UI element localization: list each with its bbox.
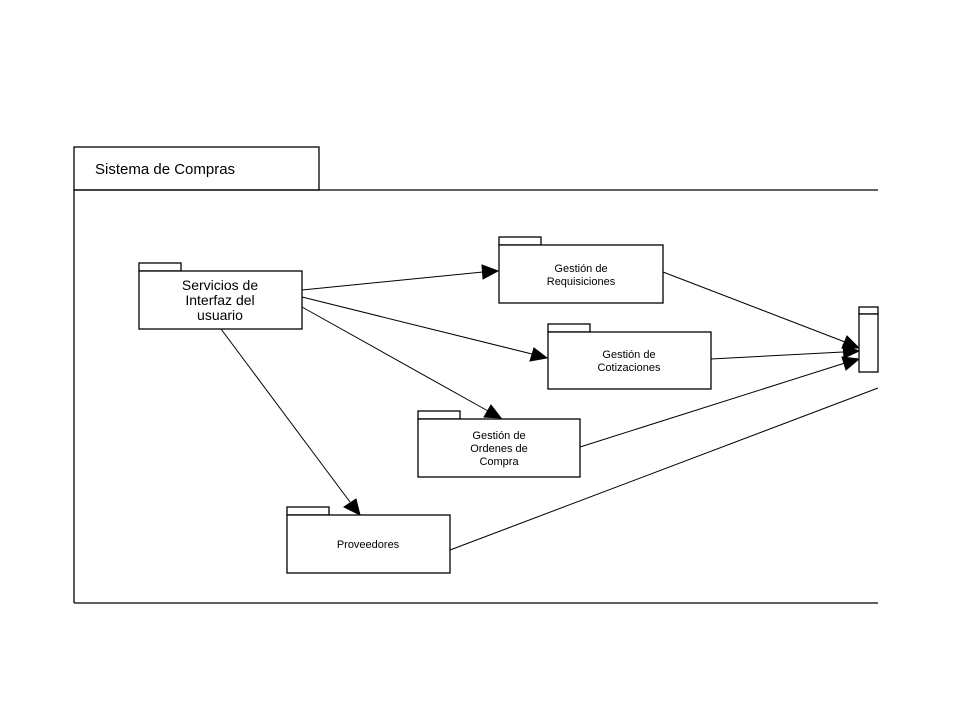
arrow-ordenes-external (579, 362, 846, 448)
package-interfaz-label-3: usuario (197, 307, 243, 323)
system-frame: Sistema de Compras (73, 146, 878, 604)
arrowhead-proveedores (343, 498, 361, 516)
right-clip (879, 140, 960, 610)
package-interfaz-label-1: Servicios de (182, 277, 258, 293)
frame-title-tab (73, 146, 320, 191)
package-ordenes-label-3: Compra (479, 456, 519, 468)
arrowhead-ext-3 (841, 356, 861, 371)
package-ordenes-label-1: Gestión de (472, 430, 525, 442)
arrow-cotizaciones-external (710, 351, 844, 360)
arrowhead-ext-2 (842, 344, 861, 359)
package-ordenes: Gestión de Ordenes de Compra (417, 410, 581, 478)
arrow-interfaz-ordenes (301, 306, 489, 412)
package-requisiciones: Gestión de Requisiciones (498, 236, 664, 304)
arrowhead-ordenes (483, 404, 503, 419)
arrow-requisiciones-external (662, 271, 846, 343)
arrow-interfaz-requisiciones (301, 271, 484, 291)
arrowhead-requisiciones (481, 264, 500, 280)
arrow-interfaz-cotizaciones (301, 296, 533, 355)
package-proveedores: Proveedores (286, 506, 451, 574)
arrowhead-cotizaciones (529, 347, 549, 362)
package-requisiciones-label-2: Requisiciones (547, 276, 616, 288)
connections (220, 264, 879, 551)
package-requisiciones-label-1: Gestión de (554, 263, 607, 275)
line-proveedores-external (449, 387, 879, 551)
frame-title: Sistema de Compras (95, 161, 235, 178)
package-ordenes-label-2: Ordenes de (470, 443, 527, 455)
package-proveedores-label: Proveedores (337, 539, 400, 551)
arrow-interfaz-proveedores (220, 328, 351, 503)
package-cotizaciones: Gestión de Cotizaciones (547, 323, 712, 390)
package-external-partial (858, 306, 879, 373)
package-cotizaciones-label-1: Gestión de (602, 349, 655, 361)
package-interfaz: Servicios de Interfaz del usuario (138, 262, 303, 330)
package-cotizaciones-label-2: Cotizaciones (598, 362, 661, 374)
package-interfaz-label-2: Interfaz del (185, 292, 254, 308)
